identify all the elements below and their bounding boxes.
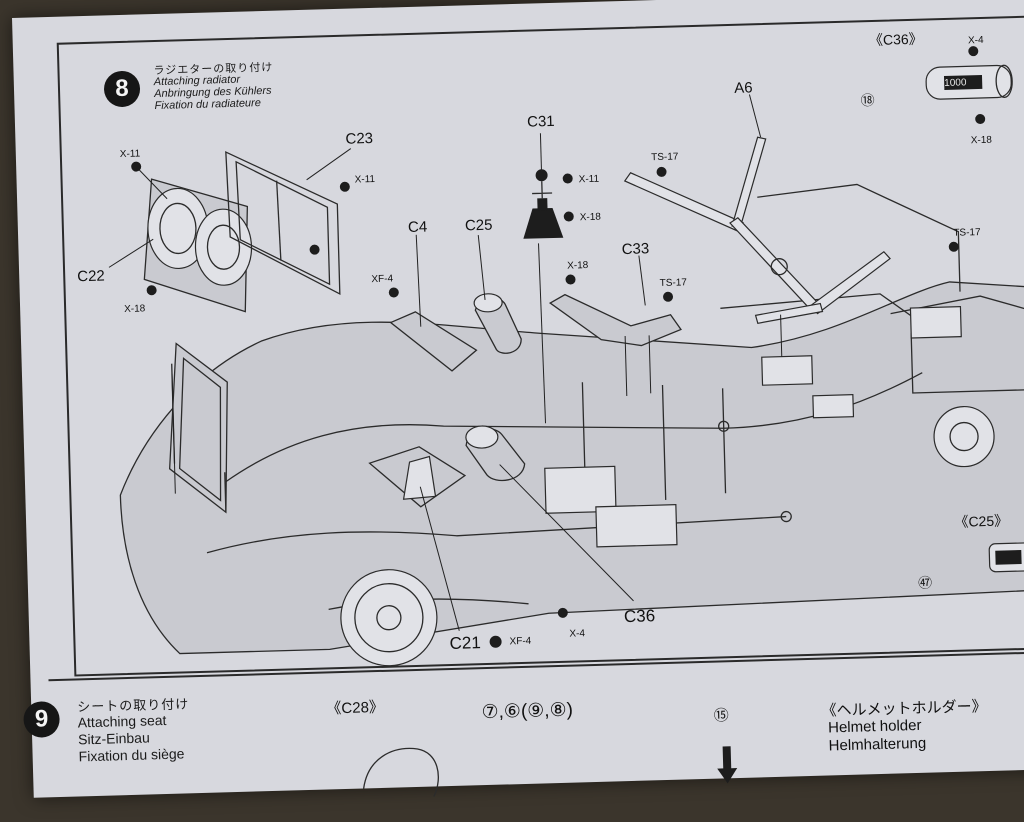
helmet-title-en: Helmet holder bbox=[827, 716, 922, 737]
inset-c25-ref: ㊼ bbox=[917, 574, 933, 591]
screw-markers bbox=[131, 46, 986, 648]
step-9-title-fr: Fixation du siège bbox=[78, 745, 185, 765]
part-label-c25: C25 bbox=[464, 216, 493, 235]
c21-part bbox=[369, 446, 466, 509]
screw-label-x4-b: X-4 bbox=[569, 628, 586, 640]
part-label-c21: C21 bbox=[449, 633, 482, 654]
part-label-c4: C4 bbox=[407, 218, 428, 237]
screw-label-xf4-b: XF-4 bbox=[509, 635, 532, 648]
radiator-fan-part bbox=[142, 176, 254, 314]
helmet-arrow bbox=[717, 746, 738, 784]
step-9-title-en: Attaching seat bbox=[77, 711, 167, 731]
part-label-c33: C33 bbox=[621, 240, 650, 259]
screw-label-ts17-a: TS-17 bbox=[650, 151, 679, 164]
screw-label-x18-d: X-18 bbox=[970, 134, 993, 147]
radiator-frame-part bbox=[226, 149, 340, 297]
screw-label-x18-b: X-18 bbox=[579, 211, 602, 224]
screw-label-x11-c: X-11 bbox=[578, 173, 600, 186]
inset-c25-title: 《C25》 bbox=[954, 512, 1009, 530]
ref-15: ⑮ bbox=[713, 707, 730, 725]
c33-part bbox=[550, 291, 681, 348]
screw-label-ts17-b: TS-17 bbox=[659, 277, 688, 290]
part-label-c36: C36 bbox=[623, 606, 656, 627]
screw-label-xf4-a: XF-4 bbox=[371, 273, 394, 286]
c31-part bbox=[523, 169, 564, 239]
screw-label-x4-a: X-4 bbox=[967, 34, 984, 47]
c36-part bbox=[466, 425, 526, 482]
inset-c28-title: 《C28》 bbox=[326, 698, 385, 718]
tank-text: 1000 bbox=[944, 77, 967, 89]
c25-inset-drawing bbox=[989, 542, 1024, 572]
screw-label-x18-c: X-18 bbox=[566, 260, 589, 272]
screw-label-x18-a: X-18 bbox=[124, 303, 146, 315]
inset-c36-ref: ⑱ bbox=[860, 91, 875, 109]
c36-inset-drawing bbox=[926, 65, 1013, 99]
part-label-c23: C23 bbox=[345, 129, 374, 148]
leader-lines bbox=[105, 94, 789, 641]
part-label-c22: C22 bbox=[77, 267, 106, 286]
c4-part bbox=[390, 310, 477, 372]
screw-label-x11-b: X-11 bbox=[354, 173, 376, 186]
screw-label-x11-a: X-11 bbox=[119, 148, 141, 161]
inset-c36-title: 《C36》 bbox=[868, 30, 923, 49]
a6-part bbox=[624, 134, 892, 327]
part-label-a6: A6 bbox=[734, 79, 753, 97]
step-9-title-de: Sitz-Einbau bbox=[77, 729, 150, 748]
inset-c28-refs: ⑦,⑥(⑨,⑧) bbox=[481, 699, 574, 724]
instruction-sheet: 8 ラジエターの取り付け Attaching radiator Anbringu… bbox=[12, 0, 1024, 822]
screw-label-ts17-c: TS-17 bbox=[953, 227, 981, 239]
chassis-drawing bbox=[112, 179, 1024, 673]
part-label-c31: C31 bbox=[526, 112, 555, 131]
c25-part bbox=[474, 293, 522, 354]
helmet-title-de: Helmhalterung bbox=[828, 734, 927, 755]
assembly-illustration bbox=[12, 46, 1024, 798]
